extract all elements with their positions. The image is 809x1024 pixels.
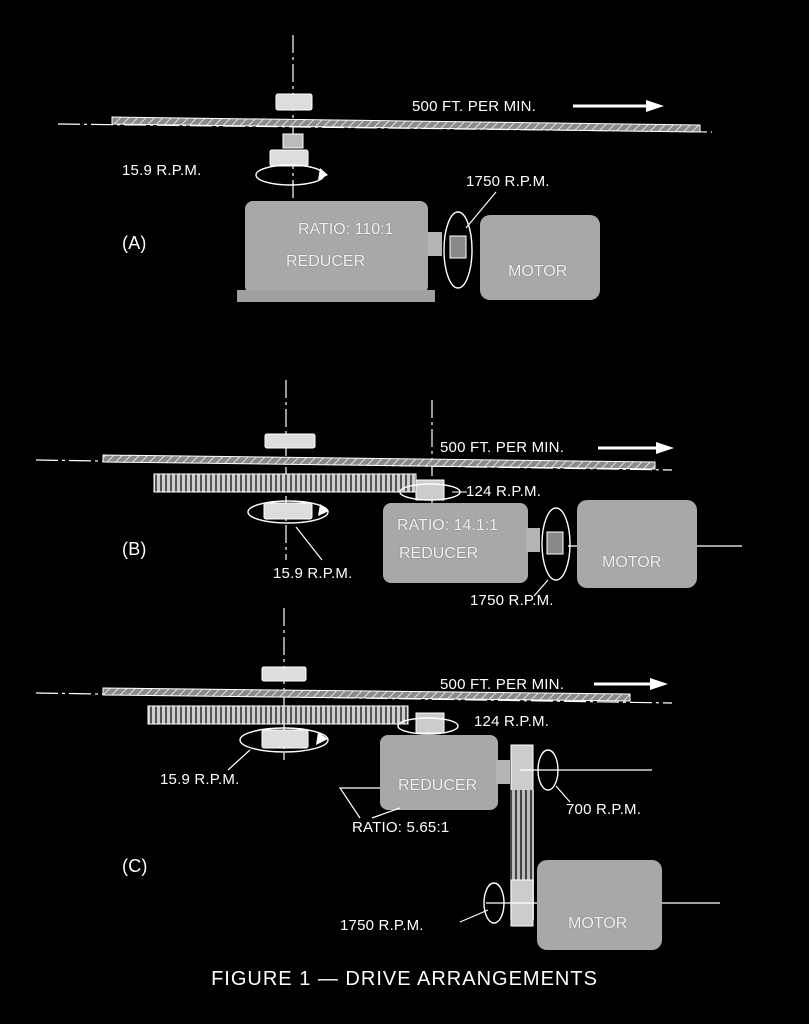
panel-c-reducer-shaft [496,760,510,784]
panel-a-coupling [449,235,467,259]
panel-c-letter: (C) [122,856,148,876]
panel-c-motor-rpm: 1750 R.P.M. [340,917,424,934]
panel-a-reducer-label: REDUCER [286,253,366,270]
panel-c-pinion [415,712,445,734]
panel-c-belt-rpm-leader [555,785,571,803]
panel-c-speed-arrowhead [650,678,668,690]
panel-b-gear-rpm-dash: — [452,483,468,500]
panel-c-upper-sheave-rotation [537,749,559,791]
panel-b-rotation-arrowhead [318,504,329,516]
panel-c-ratio: RATIO: 5.65:1 [352,819,450,836]
panel-a-rotation-arrow [255,164,325,186]
panel-a-ratio: RATIO: 110:1 [298,221,394,238]
panel-c-bull-gear [147,705,409,725]
panel-b-upper-pulley [264,433,316,449]
panel-c-motor-body [537,860,662,950]
panel-b-output-rpm-leader [295,526,323,561]
panel-c-gear-rpm: 124 R.P.M. [474,713,550,730]
panel-a-speed-label: 500 FT. PER MIN. [412,98,537,115]
panel-a-rotation-arrowhead [318,168,328,180]
figure-caption: FIGURE 1 — DRIVE ARRANGEMENTS [211,968,598,990]
panel-c-pinion-rotation-arrow [397,717,459,735]
panel-a-reducer-body [245,201,428,294]
panel-c-output-rpm-leader [227,749,251,771]
panel-b-motor-body [577,500,697,588]
panel-a-lower-pulley [269,149,309,167]
panel-b-speed-label: 500 FT. PER MIN. [440,439,565,456]
panel-b-ratio: RATIO: 14.1:1 [397,517,499,534]
panel-c-reducer-label: REDUCER [398,777,478,794]
panel-a-output-rpm: 15.9 R.P.M. [122,162,202,179]
panel-a-motor-body [480,215,600,300]
panel-c-ratio-leader-2 [371,807,401,819]
panel-b-pinion [415,479,445,501]
panel-c-upper-sheave [510,744,534,792]
panel-b-output-rpm: 15.9 R.P.M. [273,565,353,582]
panel-c-rotation-arrowhead [316,732,328,745]
panel-a-upper-pulley [275,93,313,111]
panel-a-reducer-base [237,290,435,302]
panel-a-drawing [57,35,713,302]
panel-b-motor-label: MOTOR [602,554,662,571]
panel-b-drawing [35,380,742,597]
panel-b-motor-rpm-leader [533,579,549,597]
panel-c-belt-rpm: 700 R.P.M. [566,801,642,818]
panel-b-coupling [546,531,564,555]
panel-c-drawing [35,608,720,950]
panel-b-motor-rotation-arrow [541,507,571,581]
panel-c-reducer-body [380,735,498,810]
panel-b-bull-gear [153,473,417,493]
panel-b-reducer-body [383,503,528,583]
panel-c-output-rpm: 15.9 R.P.M. [160,771,240,788]
panel-b-conveyor-belt [102,454,656,470]
panel-c-lower-pulley [261,729,309,749]
panel-b-gear-rpm: 124 R.P.M. [466,483,542,500]
panel-b-lower-pulley [263,502,313,520]
panel-a-motor-rotation-arrow [443,211,473,289]
panel-b-rotation-arrow [247,500,329,524]
panel-c-rotation-arrow [239,727,329,753]
panel-b-letter: (B) [122,539,147,559]
panel-c-motor-label: MOTOR [568,915,628,932]
panel-b-speed-arrowhead [656,442,674,454]
panel-a-letter: (A) [122,233,147,253]
panel-a-speed-arrowhead [646,100,664,112]
panel-a-reducer-shaft [428,232,442,256]
panel-c-upper-pulley [261,666,307,682]
panel-c-speed-label: 500 FT. PER MIN. [440,676,565,693]
panel-b-motor-rpm: 1750 R.P.M. [470,592,554,609]
panel-c-motor-rpm-leader [459,909,489,923]
panel-a-conveyor-belt [111,116,701,133]
panel-c-conveyor-belt [102,687,631,702]
panel-b-reducer-label: REDUCER [399,545,479,562]
panel-b-pinion-rotation-arrow [399,483,461,501]
panel-c-ratio-leader [338,787,380,819]
panel-a-motor-rpm: 1750 R.P.M. [466,173,550,190]
panel-a-shaft-coupling [282,133,304,149]
panel-b-reducer-shaft [526,528,540,552]
panel-a-motor-label: MOTOR [508,263,568,280]
panel-a-motor-rpm-leader [465,191,497,229]
